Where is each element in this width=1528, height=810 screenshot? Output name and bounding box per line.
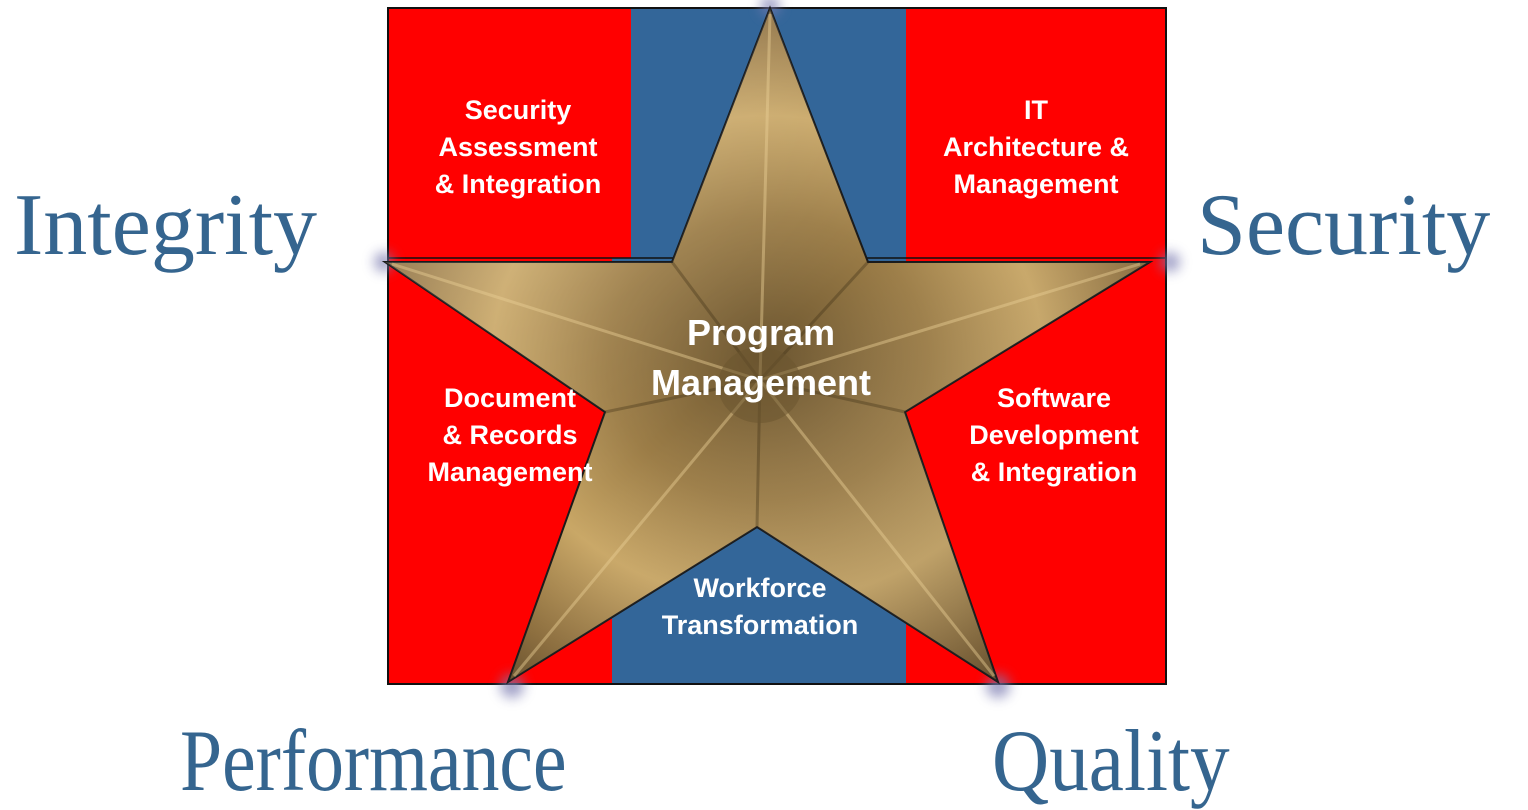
value-performance: Performance [180, 713, 567, 810]
star-tip-glows [374, 0, 1180, 698]
label-software-development-line1: Software [996, 383, 1112, 413]
label-workforce-line2: Transformation [661, 610, 859, 640]
label-security-assessment-line3: & Integration [434, 169, 602, 199]
label-document-records-line1: Document [443, 383, 576, 413]
label-program-management-line1: Program [686, 312, 836, 353]
label-program-management: Program Management [606, 308, 916, 408]
label-workforce-line1: Workforce [693, 573, 827, 603]
label-document-records: Document & Records Management [400, 380, 620, 491]
label-document-records-line3: Management [427, 457, 593, 487]
block-it-architecture [906, 8, 1166, 258]
label-workforce: Workforce Transformation [630, 570, 890, 644]
label-it-architecture: IT Architecture & Management [916, 92, 1156, 203]
label-it-architecture-line1: IT [1024, 95, 1048, 125]
value-security: Security [1197, 177, 1491, 274]
label-software-development: Software Development & Integration [944, 380, 1164, 491]
star-shine [385, 8, 1150, 682]
label-software-development-line3: & Integration [970, 457, 1138, 487]
star-center-boss [718, 347, 802, 423]
label-it-architecture-line2: Architecture & [942, 132, 1130, 162]
value-quality: Quality [992, 713, 1230, 810]
label-it-architecture-line3: Management [953, 169, 1119, 199]
label-program-management-line2: Management [650, 362, 872, 403]
label-security-assessment-line2: Assessment [438, 132, 598, 162]
label-document-records-line2: & Records [442, 420, 578, 450]
label-security-assessment-line1: Security [464, 95, 572, 125]
value-integrity: Integrity [14, 177, 318, 274]
label-security-assessment: Security Assessment & Integration [398, 92, 638, 203]
block-security-assessment [388, 8, 631, 258]
bronze-star [381, 5, 1154, 685]
label-software-development-line2: Development [969, 420, 1139, 450]
